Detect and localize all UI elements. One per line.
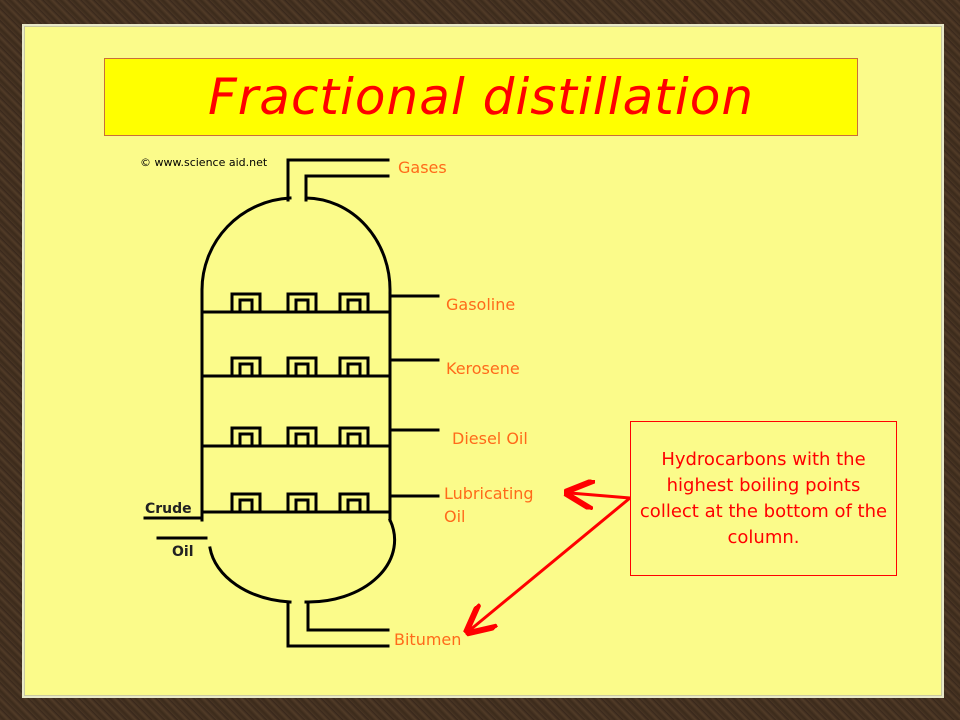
label-diesel-oil: Diesel Oil bbox=[452, 429, 528, 448]
tray-1 bbox=[202, 292, 390, 314]
copyright-text: © www.science aid.net bbox=[140, 156, 268, 169]
label-bitumen: Bitumen bbox=[394, 630, 461, 649]
label-kerosene: Kerosene bbox=[446, 359, 520, 378]
tray-4 bbox=[202, 492, 390, 514]
bitumen-pipe-inner bbox=[306, 600, 390, 632]
label-crude: Crude bbox=[145, 501, 192, 517]
column-top-dome bbox=[200, 196, 292, 292]
label-gases: Gases bbox=[398, 158, 447, 177]
column-bottom-dome-right bbox=[304, 518, 397, 604]
gases-pipe-outer bbox=[286, 158, 390, 202]
title-box: Fractional distillation bbox=[104, 58, 858, 136]
gases-pipe-inner bbox=[304, 174, 390, 202]
trays bbox=[202, 292, 390, 514]
callout-text: Hydrocarbons with the highest boiling po… bbox=[639, 448, 888, 548]
bitumen-pipe-outer bbox=[286, 600, 390, 648]
column-top-dome-right bbox=[304, 196, 392, 294]
tray-2 bbox=[202, 356, 390, 378]
label-lubricating-line1: Lubricating bbox=[444, 484, 534, 503]
callout-box: Hydrocarbons with the highest boiling po… bbox=[630, 421, 897, 576]
tray-3 bbox=[202, 426, 390, 448]
label-gasoline: Gasoline bbox=[446, 295, 515, 314]
arrow-to-lubricating-oil bbox=[570, 493, 631, 498]
column-bottom-dome bbox=[208, 546, 292, 604]
slide-board bbox=[22, 24, 944, 698]
slide-title: Fractional distillation bbox=[207, 68, 755, 126]
arrow-to-bitumen bbox=[470, 496, 631, 630]
label-lubricating-line2: Oil bbox=[444, 507, 465, 526]
label-oil: Oil bbox=[172, 544, 194, 560]
